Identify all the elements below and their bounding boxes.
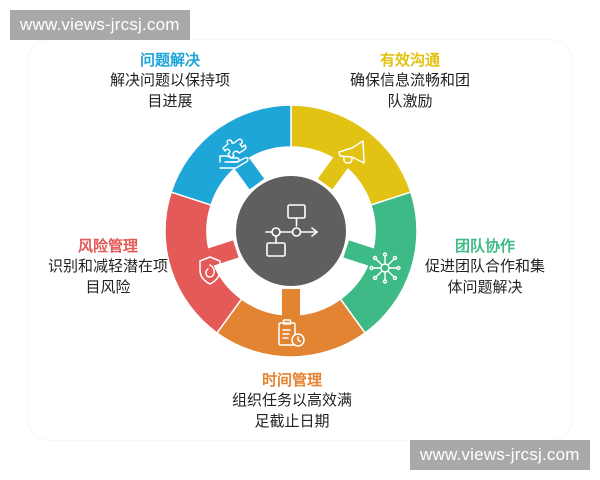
label-desc-line1: 确保信息流畅和团 — [349, 71, 470, 89]
shield-flame-icon — [199, 256, 221, 285]
center-disc — [236, 176, 346, 286]
label-desc-line1: 组织任务以高效满 — [231, 391, 352, 409]
label-problem-solving: 问题解决 解决问题以保持项 目进展 — [90, 50, 250, 112]
label-desc-line2: 体问题解决 — [447, 278, 523, 296]
label-team-collaboration: 团队协作 促进团队合作和集 体问题解决 — [405, 236, 565, 298]
label-title: 团队协作 — [454, 237, 515, 255]
label-title: 时间管理 — [261, 371, 322, 389]
puzzle-hand-icon — [219, 138, 249, 169]
label-desc-line1: 促进团队合作和集 — [424, 257, 545, 275]
watermark-bottom: www.views-jrcsj.com — [410, 440, 590, 470]
label-desc-line2: 目风险 — [85, 278, 131, 296]
label-desc-line2: 队激励 — [387, 92, 433, 110]
label-communication: 有效沟通 确保信息流畅和团 队激励 — [330, 50, 490, 112]
label-risk-management: 风险管理 识别和减轻潜在项 目风险 — [28, 236, 188, 298]
segment-risk — [164, 191, 243, 334]
segment-tab-communication — [317, 156, 349, 190]
clipboard-clock-icon — [278, 319, 305, 347]
label-desc-line2: 足截止日期 — [254, 412, 330, 430]
watermark-top: www.views-jrcsj.com — [10, 10, 190, 40]
network-icon — [369, 252, 401, 284]
megaphone-icon — [338, 140, 365, 164]
label-desc-line1: 解决问题以保持项 — [109, 71, 230, 89]
segment-problem — [170, 104, 292, 206]
segment-tab-risk — [206, 240, 239, 267]
workflow-icon — [265, 204, 318, 257]
segment-tab-collaboration — [343, 240, 376, 267]
label-desc-line2: 目进展 — [147, 92, 193, 110]
label-title: 风险管理 — [77, 237, 138, 255]
label-title: 有效沟通 — [379, 51, 440, 69]
segment-tab-time — [282, 289, 300, 317]
label-desc-line1: 识别和减轻潜在项 — [47, 257, 168, 275]
label-time-management: 时间管理 组织任务以高效满 足截止日期 — [212, 370, 372, 432]
label-title: 问题解决 — [139, 51, 200, 69]
ring-segments — [164, 104, 418, 358]
